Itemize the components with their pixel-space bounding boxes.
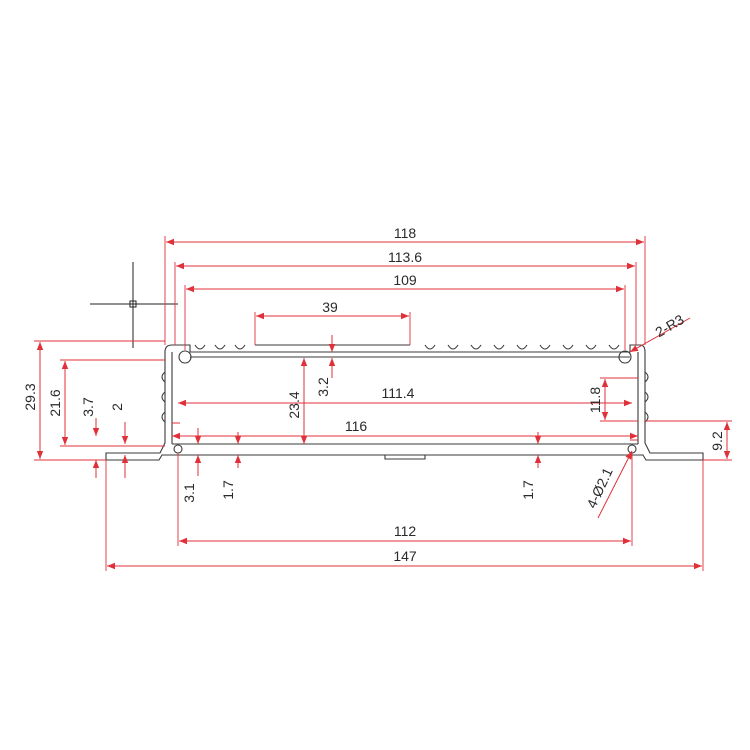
dim-3-2: 3.2 bbox=[315, 335, 336, 397]
label-base-thickness-right: 1.7 bbox=[520, 480, 536, 500]
dim-9-2: 9.2 bbox=[645, 420, 732, 461]
leader-holes: 4-Ø2.1 bbox=[583, 450, 633, 519]
label-overall-width: 118 bbox=[394, 225, 417, 241]
dim-39: 39 bbox=[254, 299, 411, 345]
base-groove bbox=[384, 455, 426, 460]
dim-112: 112 bbox=[177, 453, 633, 546]
dim-11-8: 11.8 bbox=[587, 377, 638, 422]
dim-21-6: 21.6 bbox=[47, 359, 165, 447]
dim-113-6: 113.6 bbox=[174, 249, 637, 345]
label-side-slot: 11.8 bbox=[587, 387, 603, 413]
label-inner-width: 113.6 bbox=[388, 249, 422, 265]
label-base-width: 116 bbox=[345, 418, 368, 434]
slot-mark-right bbox=[630, 420, 638, 441]
label-base-thickness-left: 1.7 bbox=[220, 480, 236, 500]
label-flange-height: 9.2 bbox=[709, 431, 725, 451]
screw-hole-bottom-left bbox=[173, 444, 183, 454]
outer-body bbox=[105, 344, 704, 461]
dim-147: 147 bbox=[105, 460, 704, 571]
screw-hole-top-right bbox=[618, 350, 632, 364]
label-top-thickness: 3.2 bbox=[315, 377, 331, 397]
label-flange-offset: 3.7 bbox=[80, 397, 96, 417]
leader-r3: 2-R3 bbox=[629, 311, 691, 353]
dim-1-7-right: 1.7 bbox=[520, 432, 542, 500]
label-flange-width: 147 bbox=[393, 548, 417, 564]
profile-outline bbox=[105, 344, 704, 461]
dim-118: 118 bbox=[164, 225, 646, 345]
dim-3-7: 3.7 bbox=[80, 397, 100, 478]
dim-2: 2 bbox=[109, 403, 129, 478]
dim-111-4: 111.4 bbox=[178, 385, 632, 407]
label-body-height: 21.6 bbox=[47, 389, 63, 416]
side-ribs bbox=[161, 371, 649, 423]
dim-3-1: 3.1 bbox=[181, 428, 202, 503]
screw-hole-top-left bbox=[178, 350, 192, 364]
slot-mark-left bbox=[172, 422, 180, 437]
label-rib-span: 39 bbox=[322, 299, 338, 315]
dim-23-4: 23.4 bbox=[286, 358, 308, 444]
dim-29-3: 29.3 bbox=[22, 340, 165, 461]
dim-116: 116 bbox=[172, 418, 638, 440]
label-inner-height: 23.4 bbox=[286, 391, 302, 418]
inner-wall bbox=[171, 352, 639, 444]
top-ribs bbox=[194, 344, 620, 350]
crosshair-cursor-icon bbox=[90, 262, 178, 348]
label-holes: 4-Ø2.1 bbox=[583, 465, 616, 511]
dim-109: 109 bbox=[184, 272, 626, 350]
label-cavity-width: 111.4 bbox=[382, 385, 415, 401]
label-hole-offset: 3.1 bbox=[181, 483, 197, 503]
label-hole-spacing: 112 bbox=[394, 523, 417, 539]
label-total-height: 29.3 bbox=[22, 383, 38, 410]
dim-1-7-left: 1.7 bbox=[220, 432, 242, 500]
label-slot-span: 109 bbox=[393, 272, 417, 288]
label-corner-radius: 2-R3 bbox=[652, 311, 686, 340]
label-flange-step: 2 bbox=[109, 403, 125, 411]
